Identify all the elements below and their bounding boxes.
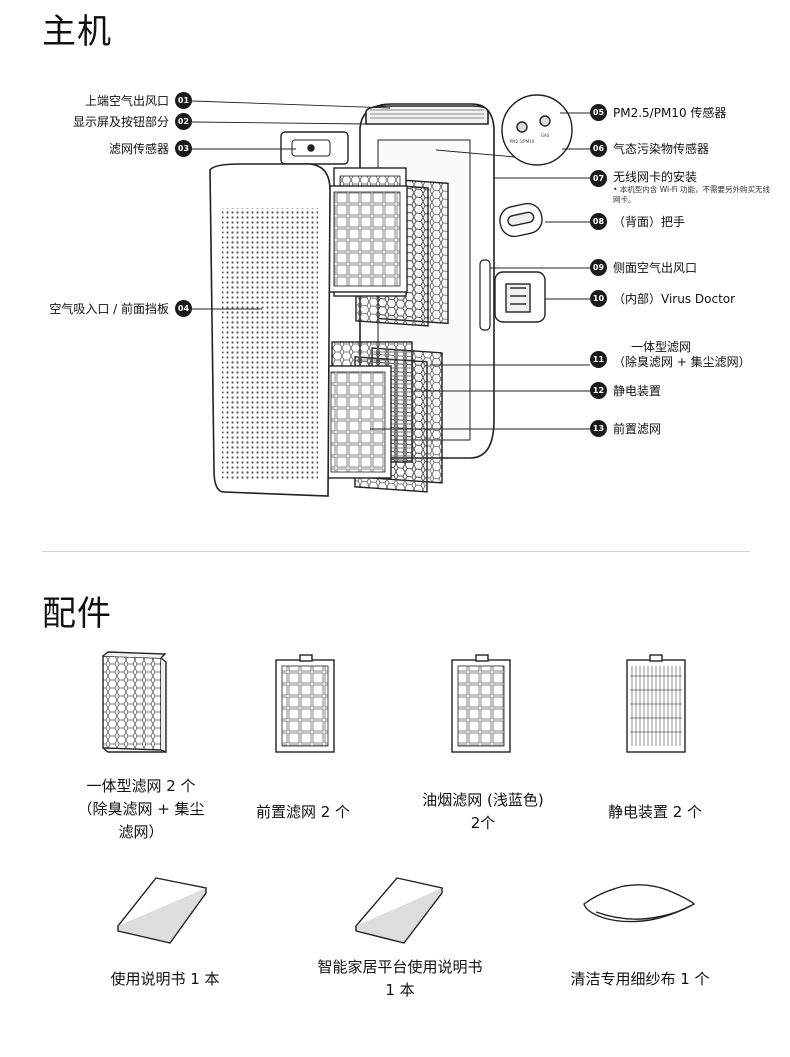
- accessories-title: 配件: [42, 594, 112, 634]
- callout-12: 12 静电装置: [590, 382, 661, 399]
- cleaning-cloth-illustration: [583, 884, 696, 923]
- callout-01: 上端空气出风口 01: [85, 92, 192, 109]
- virus-doctor-detail: [494, 271, 546, 323]
- pre-filter-illustration: [275, 654, 335, 753]
- accessory-user-manual: 使用说明书 1 本: [110, 970, 220, 988]
- callout-03: 滤网传感器 03: [109, 140, 192, 157]
- accessory-smart-home-manual: 智能家居平台使用说明书 1 本: [317, 958, 483, 999]
- integrated-filter-illustration: [102, 651, 167, 754]
- accessory-oil-filter: 油烟滤网 (浅蓝色) 2个: [422, 791, 544, 832]
- number-badge: 10: [590, 290, 607, 307]
- callout-05: 05 PM2.5/PM10 传感器: [590, 104, 726, 121]
- leader-lines: [191, 100, 590, 430]
- wifi-note: • 本机型内含 Wi-Fi 功能，不需要另外购买无线网卡。: [613, 185, 770, 204]
- main-unit-title: 主机: [42, 12, 112, 52]
- number-badge: 12: [590, 382, 607, 399]
- accessory-electrostatic: 静电装置 2 个: [607, 803, 703, 821]
- oil-filter-illustration: [451, 654, 511, 753]
- callout-06: 06 气态污染物传感器: [590, 140, 709, 157]
- number-badge: 11: [590, 351, 607, 368]
- number-badge: 03: [175, 140, 192, 157]
- upper-filter-stack: [326, 167, 449, 327]
- accessory-integrated-filter: 一体型滤网 2 个 （除臭滤网 + 集尘 滤网）: [77, 777, 205, 841]
- number-badge: 13: [590, 420, 607, 437]
- front-panel: [209, 163, 331, 497]
- handle-detail: [499, 202, 543, 238]
- section-divider: [42, 551, 750, 552]
- callout-13: 13 前置滤网: [590, 420, 661, 437]
- smart-home-manual-illustration: [354, 877, 444, 944]
- callout-10: 10 （内部）Virus Doctor: [590, 290, 735, 307]
- main-unit-diagram: PM2.5/PM10 GAS: [191, 94, 590, 497]
- number-badge: 07: [590, 170, 607, 187]
- number-badge: 05: [590, 104, 607, 121]
- electrostatic-illustration: [626, 654, 686, 753]
- user-manual-illustration: [116, 877, 208, 944]
- number-badge: 02: [175, 113, 192, 130]
- number-badge: 06: [590, 140, 607, 157]
- number-badge: 08: [590, 213, 607, 230]
- accessory-pre-filter: 前置滤网 2 个: [255, 803, 351, 821]
- callout-09: 09 侧面空气出风口: [590, 259, 697, 276]
- callout-02: 显示屏及按钮部分 02: [73, 113, 192, 130]
- svg-text:GAS: GAS: [541, 133, 550, 138]
- number-badge: 09: [590, 259, 607, 276]
- callout-08: 08 （背面）把手: [590, 213, 685, 230]
- svg-text:PM2.5/PM10: PM2.5/PM10: [510, 139, 535, 144]
- filter-sensor-window: [280, 131, 349, 165]
- sensor-magnifier: [501, 94, 573, 166]
- callout-07: 07 无线网卡的安装 • 本机型内含 Wi-Fi 功能，不需要另外购买无线网卡。: [590, 170, 773, 205]
- accessory-cleaning-cloth: 清洁专用细纱布 1 个: [570, 970, 710, 988]
- lower-filter-stack: [324, 341, 443, 493]
- number-badge: 04: [175, 300, 192, 317]
- callout-04: 空气吸入口 / 前面挡板 04: [49, 300, 192, 317]
- callout-11: 11 一体型滤网 （除臭滤网 + 集尘滤网）: [590, 340, 751, 370]
- number-badge: 01: [175, 92, 192, 109]
